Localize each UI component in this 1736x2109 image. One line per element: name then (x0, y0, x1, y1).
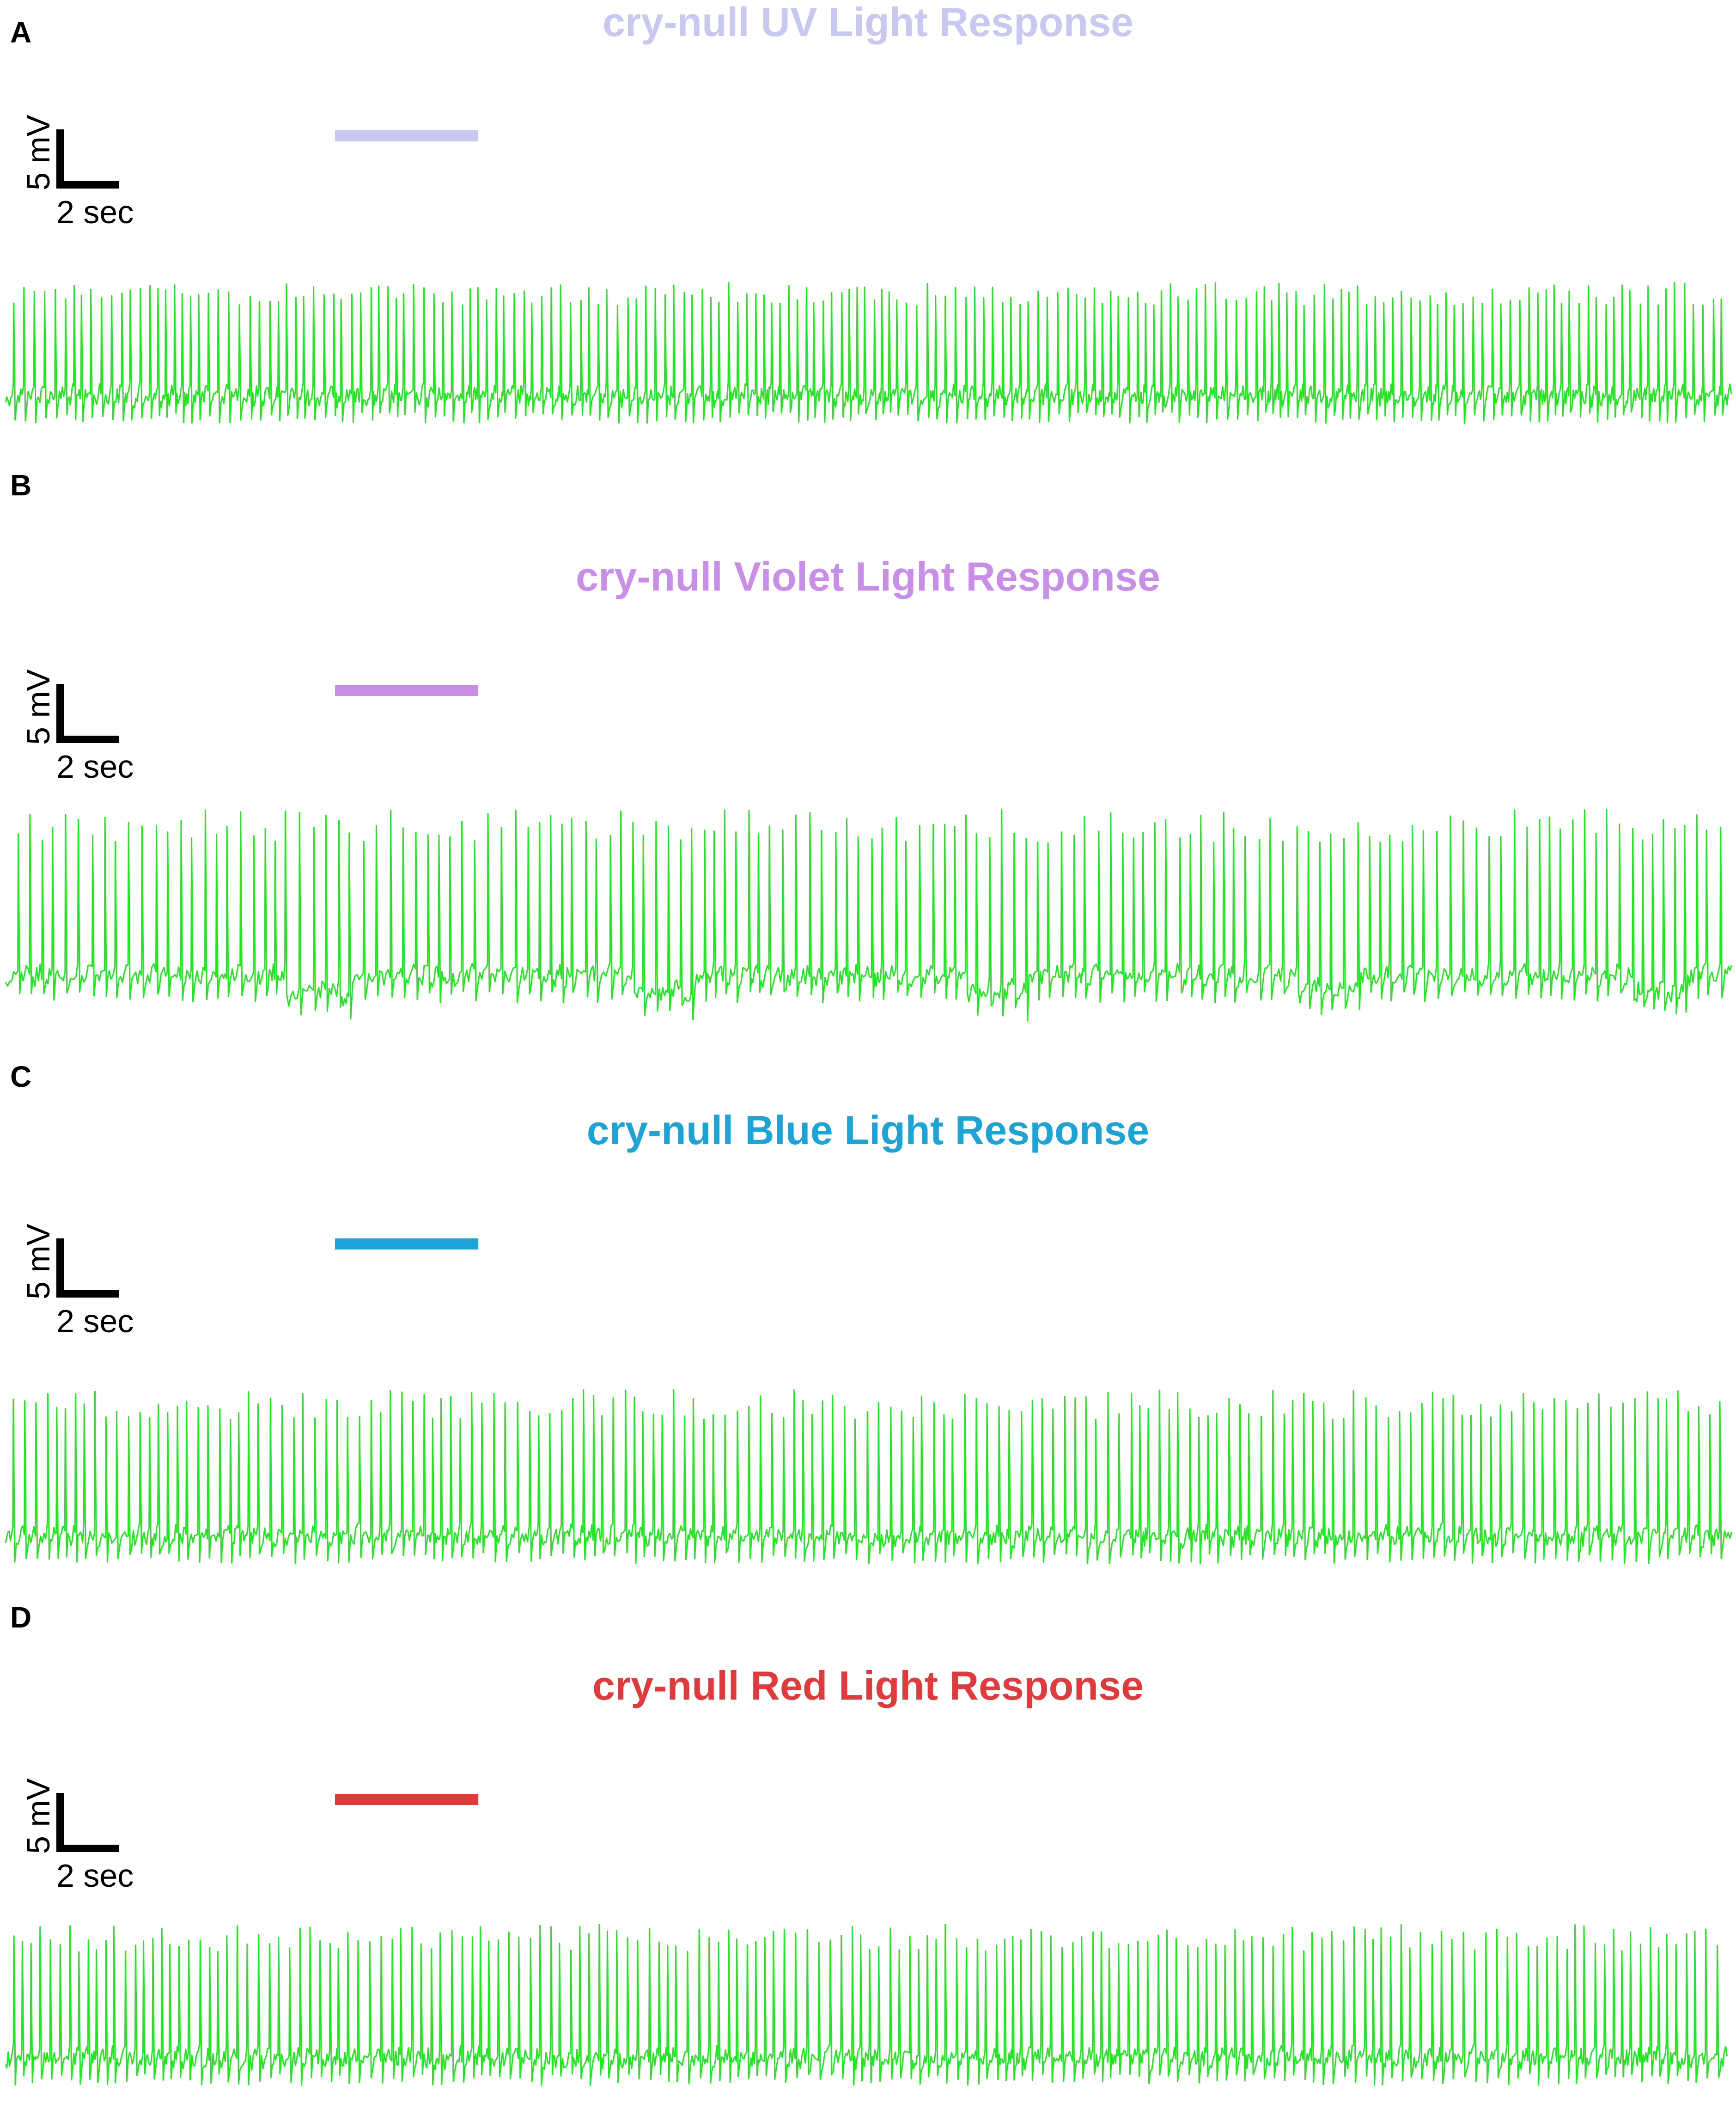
scale-time-label: 2 sec (56, 1858, 134, 1894)
scale-bar: 5 mV 2 sec (0, 0, 185, 1892)
voltage-trace (5, 282, 1732, 424)
scale-bar: 5 mV 2 sec (0, 0, 185, 228)
title-prefix: cry-null (576, 554, 723, 599)
scale-voltage-label: 5 mV (20, 669, 56, 745)
scale-horizontal-line (56, 1845, 119, 1852)
scale-vertical-line (56, 1238, 64, 1296)
scale-horizontal-line (56, 181, 119, 189)
scale-voltage-label: 5 mV (20, 1778, 56, 1854)
scale-horizontal-line (56, 1290, 119, 1298)
panel-letter: A (10, 16, 32, 49)
panel-title: cry-null Blue Light Response (0, 1110, 1736, 1151)
scale-voltage-label: 5 mV (20, 1224, 56, 1299)
title-main: Red Light Response (750, 1663, 1144, 1708)
membrane-potential-line (5, 282, 1732, 424)
stimulus-bar (335, 1794, 478, 1805)
stimulus-bar (335, 685, 478, 696)
panel-title: cry-null UV Light Response (0, 2, 1736, 43)
title-main: Violet Light Response (734, 554, 1160, 599)
voltage-trace (5, 1924, 1728, 2086)
panel-letter: D (10, 1601, 32, 1634)
scale-vertical-line (56, 129, 64, 187)
panel-letter: C (10, 1060, 32, 1093)
title-prefix: cry-null (586, 1107, 734, 1153)
panel-a: A cry-null UV Light Response 5 mV 2 sec (0, 0, 1736, 550)
membrane-potential-line (5, 809, 1733, 1022)
panel-letter: B (10, 469, 32, 502)
scale-time-label: 2 sec (56, 194, 134, 230)
panel-title: cry-null Violet Light Response (0, 556, 1736, 597)
scale-bar: 5 mV 2 sec (0, 0, 185, 783)
panel-c: C cry-null Blue Light Response 5 mV 2 se… (0, 0, 1736, 1565)
title-main: UV Light Response (761, 0, 1134, 45)
stimulus-bar (335, 130, 478, 141)
title-prefix: cry-null (592, 1663, 739, 1708)
voltage-trace (5, 809, 1733, 1022)
membrane-potential-line (5, 1924, 1728, 2086)
panel-title: cry-null Red Light Response (0, 1665, 1736, 1706)
voltage-trace (5, 1389, 1733, 1565)
scale-bar: 5 mV 2 sec (0, 0, 185, 1337)
scale-horizontal-line (56, 736, 119, 743)
scale-vertical-line (56, 1793, 64, 1850)
title-main: Blue Light Response (745, 1107, 1150, 1153)
scale-time-label: 2 sec (56, 1303, 134, 1339)
panel-b: B cry-null Violet Light Response 5 mV 2 … (0, 0, 1736, 1022)
membrane-potential-line (5, 1389, 1733, 1565)
scale-time-label: 2 sec (56, 749, 134, 785)
title-prefix: cry-null (602, 0, 749, 45)
scale-vertical-line (56, 684, 64, 741)
stimulus-bar (335, 1238, 478, 1250)
